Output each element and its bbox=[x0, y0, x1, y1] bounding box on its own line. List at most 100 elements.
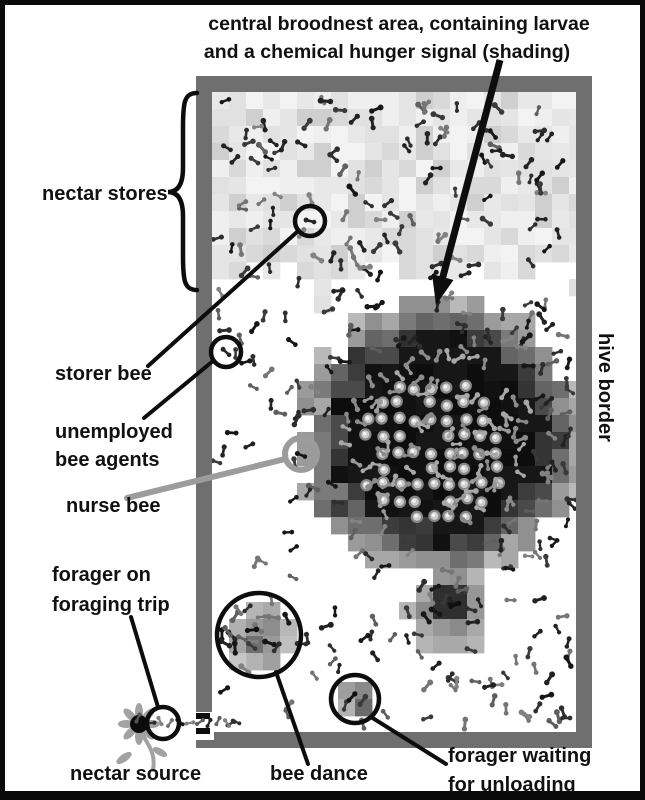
bee bbox=[515, 170, 522, 185]
bee bbox=[362, 395, 374, 404]
comb-cell bbox=[552, 415, 570, 433]
bee bbox=[422, 99, 432, 110]
comb-cell bbox=[229, 211, 247, 229]
comb-cell bbox=[501, 483, 519, 501]
storer-bee-callout-line bbox=[146, 230, 299, 368]
bee bbox=[250, 353, 257, 367]
bee bbox=[515, 469, 526, 478]
bee bbox=[464, 605, 478, 614]
larva bbox=[393, 495, 407, 509]
larva bbox=[442, 478, 456, 491]
bee bbox=[266, 165, 278, 172]
comb-cell bbox=[450, 330, 468, 348]
comb-cell bbox=[331, 432, 349, 450]
comb-cell bbox=[552, 126, 570, 144]
comb-cell bbox=[212, 262, 230, 280]
bee bbox=[484, 327, 492, 341]
bee bbox=[544, 470, 551, 485]
bee bbox=[533, 393, 546, 402]
comb-cell bbox=[518, 126, 536, 144]
bee bbox=[328, 152, 340, 164]
bee bbox=[474, 505, 486, 513]
caption-line-2: and a chemical hunger signal (shading) bbox=[204, 41, 570, 63]
comb-cell bbox=[280, 636, 298, 654]
bee bbox=[205, 717, 213, 729]
label-hive-border: hive border bbox=[594, 333, 616, 442]
bee bbox=[328, 250, 337, 264]
bee bbox=[527, 222, 538, 232]
bee bbox=[310, 252, 325, 264]
comb-cell bbox=[365, 143, 383, 161]
comb-cell bbox=[518, 381, 536, 399]
bee bbox=[233, 604, 244, 616]
bee bbox=[271, 641, 282, 654]
bee bbox=[380, 708, 390, 720]
comb-cell bbox=[331, 517, 349, 535]
bee bbox=[518, 709, 533, 720]
bee bbox=[525, 257, 536, 269]
larva bbox=[490, 460, 504, 473]
bee bbox=[370, 650, 381, 663]
bee bbox=[464, 646, 478, 654]
comb-cell bbox=[535, 92, 553, 110]
comb-cell bbox=[535, 364, 553, 382]
bee bbox=[530, 448, 539, 462]
comb-cell bbox=[450, 160, 468, 178]
bee bbox=[365, 374, 375, 389]
comb-cell bbox=[263, 109, 281, 127]
bee bbox=[500, 335, 515, 345]
bee bbox=[184, 720, 196, 726]
bee bbox=[230, 718, 242, 726]
comb-cell bbox=[399, 296, 417, 314]
bee bbox=[338, 440, 353, 448]
bee bbox=[248, 155, 261, 166]
bee bbox=[487, 128, 498, 140]
bee bbox=[363, 551, 375, 562]
comb-cell bbox=[212, 160, 230, 178]
bee bbox=[482, 682, 497, 690]
comb-cell bbox=[552, 194, 570, 212]
bee bbox=[435, 232, 441, 245]
bee bbox=[252, 622, 265, 635]
bee bbox=[228, 242, 235, 254]
bee bbox=[288, 494, 299, 504]
bee bbox=[415, 649, 424, 660]
bee bbox=[387, 388, 402, 395]
bee bbox=[424, 131, 431, 146]
bee bbox=[336, 662, 342, 674]
bee bbox=[212, 234, 224, 242]
bee bbox=[421, 412, 435, 425]
bee bbox=[564, 496, 576, 503]
comb-cell bbox=[416, 551, 434, 569]
comb-cell bbox=[338, 699, 356, 717]
bee bbox=[407, 335, 418, 345]
comb-cell bbox=[331, 500, 349, 518]
comb-cell bbox=[314, 500, 332, 518]
bee bbox=[317, 97, 334, 105]
bee bbox=[442, 295, 455, 301]
larva bbox=[407, 383, 420, 396]
comb-cell bbox=[348, 160, 366, 178]
bee bbox=[538, 361, 546, 376]
bee bbox=[504, 498, 512, 512]
bee bbox=[479, 215, 494, 227]
comb-cell bbox=[501, 313, 519, 331]
bee bbox=[260, 117, 268, 133]
comb-cell bbox=[518, 194, 536, 212]
comb-cell bbox=[433, 177, 451, 195]
bee bbox=[543, 553, 550, 568]
comb-cell bbox=[348, 364, 366, 382]
comb-cell bbox=[416, 330, 434, 348]
bee bbox=[355, 170, 361, 182]
bee bbox=[532, 549, 543, 560]
bee bbox=[303, 631, 311, 646]
bee bbox=[346, 691, 358, 703]
comb-cell bbox=[382, 517, 400, 535]
larva bbox=[424, 447, 438, 461]
bee bbox=[439, 566, 455, 575]
comb-cell bbox=[484, 177, 502, 195]
comb-cell bbox=[569, 160, 576, 178]
bee bbox=[467, 353, 480, 361]
comb-cell bbox=[297, 126, 315, 144]
comb-cell bbox=[552, 483, 570, 501]
